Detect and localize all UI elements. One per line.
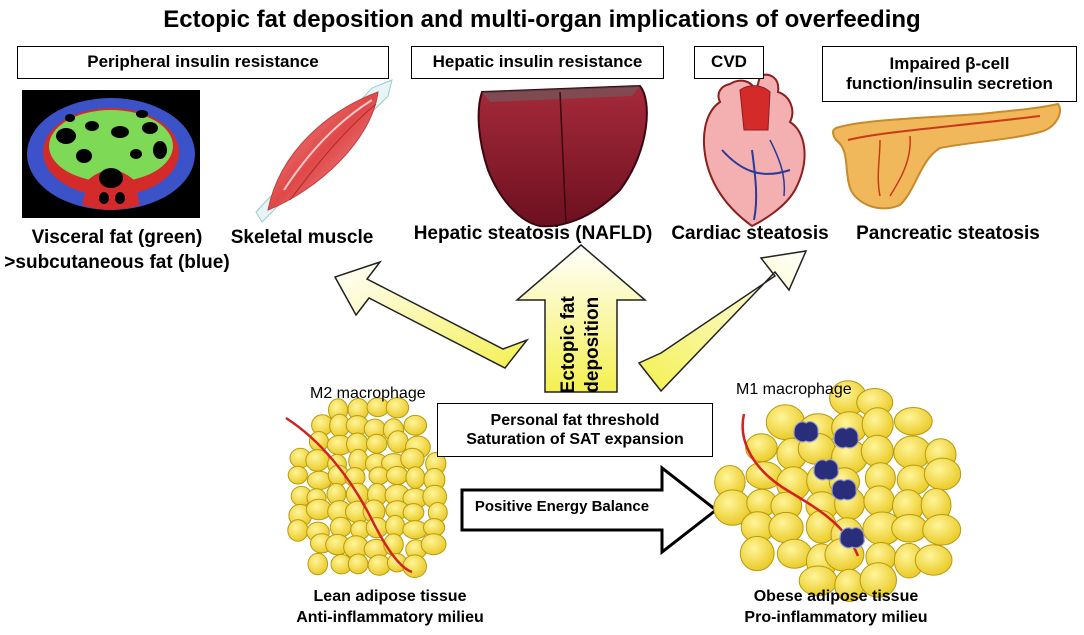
adipocyte: [307, 552, 329, 576]
caption-skeletal-muscle: Skeletal muscle: [230, 227, 374, 248]
caption-visceral-line2: >subcutaneous fat (blue): [4, 251, 230, 273]
adipocyte: [287, 519, 309, 542]
adipocyte: [745, 433, 778, 463]
box-beta-cell-line1: Impaired β-cell: [889, 53, 1010, 73]
adipocyte: [420, 533, 447, 556]
skeletal-muscle-illustration: [255, 79, 393, 223]
m1-macrophage-icon: [793, 421, 819, 443]
adipocyte: [863, 485, 895, 517]
lean-line1: Lean adipose tissue: [313, 588, 467, 605]
caption-obese-adipose: Obese adipose tissue Pro-inflammatory mi…: [736, 587, 936, 629]
adipocyte: [405, 466, 426, 490]
ct-scan-image: [22, 90, 200, 218]
center-arrow-label: Ectopic fat deposition: [536, 296, 626, 393]
center-arrow-line2: deposition: [582, 296, 603, 394]
box-beta-cell: Impaired β-cell function/insulin secreti…: [822, 46, 1077, 102]
energy-balance-label: Positive Energy Balance: [474, 498, 650, 515]
m1-macrophage-icon: [839, 527, 865, 549]
m1-macrophages: [793, 421, 865, 549]
arrow-to-heart: [637, 250, 808, 393]
lean-adipose-tissue-illustration: [287, 397, 448, 579]
adipocyte: [768, 511, 804, 544]
adipocyte: [403, 414, 428, 436]
m1-macrophage-icon: [833, 427, 859, 449]
caption-visceral-line1: Visceral fat (green): [31, 227, 203, 248]
adipocyte: [739, 535, 775, 572]
caption-lean-adipose: Lean adipose tissue Anti-inflammatory mi…: [290, 587, 490, 629]
adipocyte: [914, 544, 953, 576]
adipocyte: [385, 465, 409, 486]
arrow-energy-balance: [460, 464, 719, 556]
adipocyte: [308, 431, 329, 452]
obese-line1: Obese adipose tissue: [753, 588, 919, 605]
arrow-ectopic-deposition: [514, 244, 648, 393]
caption-pancreatic-steatosis: Pancreatic steatosis: [856, 223, 1040, 244]
pancreas-illustration: [832, 102, 1061, 210]
m1-macrophage-icon: [831, 479, 857, 501]
box-hepatic-label: Hepatic insulin resistance: [432, 52, 643, 72]
box-personal-fat-threshold: Personal fat threshold Saturation of SAT…: [437, 403, 713, 457]
adipocyte: [347, 553, 369, 575]
diagram-title: Ectopic fat deposition and multi-organ i…: [163, 6, 921, 33]
lean-blood-vessel: [285, 416, 413, 574]
m1-macrophage-icon: [813, 459, 839, 481]
adipocyte: [860, 434, 894, 468]
center-arrow-line1: Ectopic fat: [558, 296, 580, 394]
adipocyte: [922, 514, 962, 546]
adipocyte: [366, 433, 388, 454]
liver-illustration: [477, 84, 648, 228]
adipocyte: [402, 503, 425, 522]
adipocyte: [893, 407, 933, 436]
adipocyte: [923, 457, 962, 491]
box-peripheral-insulin-resistance: Peripheral insulin resistance: [17, 46, 389, 79]
arrow-to-muscle: [333, 260, 530, 369]
adipocyte: [329, 516, 352, 538]
adipocyte: [891, 514, 928, 543]
adipocyte: [387, 430, 409, 454]
adipocyte: [400, 447, 425, 471]
heart-illustration: [702, 73, 806, 228]
box-cvd: CVD: [694, 46, 764, 79]
box-beta-cell-line2: function/insulin secretion: [846, 74, 1053, 93]
box-cvd-label: CVD: [711, 52, 747, 72]
caption-hepatic-steatosis: Hepatic steatosis (NAFLD): [413, 223, 653, 244]
adipocyte: [402, 554, 428, 579]
adipocyte: [287, 465, 308, 485]
adipocyte: [368, 466, 390, 486]
threshold-line1: Personal fat threshold: [490, 411, 660, 429]
lean-line2: Anti-inflammatory milieu: [296, 608, 484, 626]
box-hepatic-insulin-resistance: Hepatic insulin resistance: [411, 46, 664, 79]
caption-visceral-fat: Visceral fat (green) >subcutaneous fat (…: [0, 226, 234, 275]
label-m1-macrophage: M1 macrophage: [736, 381, 852, 398]
adipocyte: [859, 562, 897, 598]
label-m2-macrophage: M2 macrophage: [310, 385, 426, 402]
adipocyte: [385, 397, 410, 419]
obese-adipose-tissue-illustration: [713, 380, 962, 603]
threshold-line2: Saturation of SAT expansion: [466, 431, 684, 448]
caption-cardiac-steatosis: Cardiac steatosis: [671, 223, 829, 244]
obese-line2: Pro-inflammatory milieu: [744, 608, 928, 626]
adipocyte: [367, 554, 391, 576]
box-peripheral-label: Peripheral insulin resistance: [87, 52, 319, 72]
